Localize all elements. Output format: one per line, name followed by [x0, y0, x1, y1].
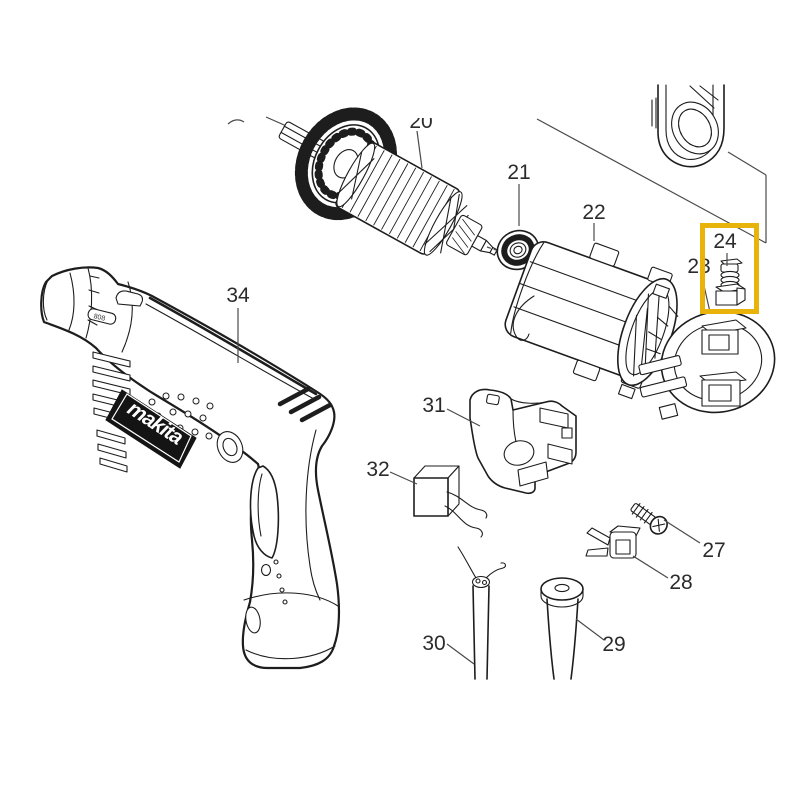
selected-part-highlight — [700, 223, 759, 314]
part-label-32[interactable]: 32 — [366, 458, 389, 481]
part-label-20[interactable]: 20 — [409, 110, 432, 133]
part-brush-holder[interactable] — [622, 284, 785, 430]
rear-cover-part-cropped[interactable] — [651, 84, 728, 168]
part-screw[interactable] — [628, 499, 671, 537]
part-housing[interactable]: 808 makita — [40, 266, 341, 670]
part-label-23[interactable]: 23 — [687, 255, 710, 278]
housing-marking: 808 — [93, 313, 106, 323]
part-label-34[interactable]: 34 — [226, 284, 250, 307]
part-label-27[interactable]: 27 — [702, 539, 725, 562]
part-power-cord[interactable] — [457, 546, 506, 680]
part-cord-guard[interactable] — [540, 577, 584, 680]
part-clip[interactable] — [585, 525, 641, 559]
part-label-29[interactable]: 29 — [602, 633, 625, 656]
part-capacitor[interactable] — [413, 465, 488, 538]
part-carbon-brush[interactable] — [715, 258, 746, 306]
part-label-22[interactable]: 22 — [582, 201, 605, 224]
part-armature[interactable] — [258, 83, 524, 293]
part-label-24[interactable]: 24 — [713, 230, 737, 253]
part-label-21[interactable]: 21 — [507, 161, 530, 184]
part-label-30[interactable]: 30 — [422, 632, 445, 655]
part-field-stator[interactable] — [495, 223, 692, 404]
part-label-28[interactable]: 28 — [669, 571, 692, 594]
part-label-31[interactable]: 31 — [422, 394, 445, 417]
part-leader-lines — [237, 130, 728, 665]
part-switch[interactable] — [469, 388, 577, 495]
